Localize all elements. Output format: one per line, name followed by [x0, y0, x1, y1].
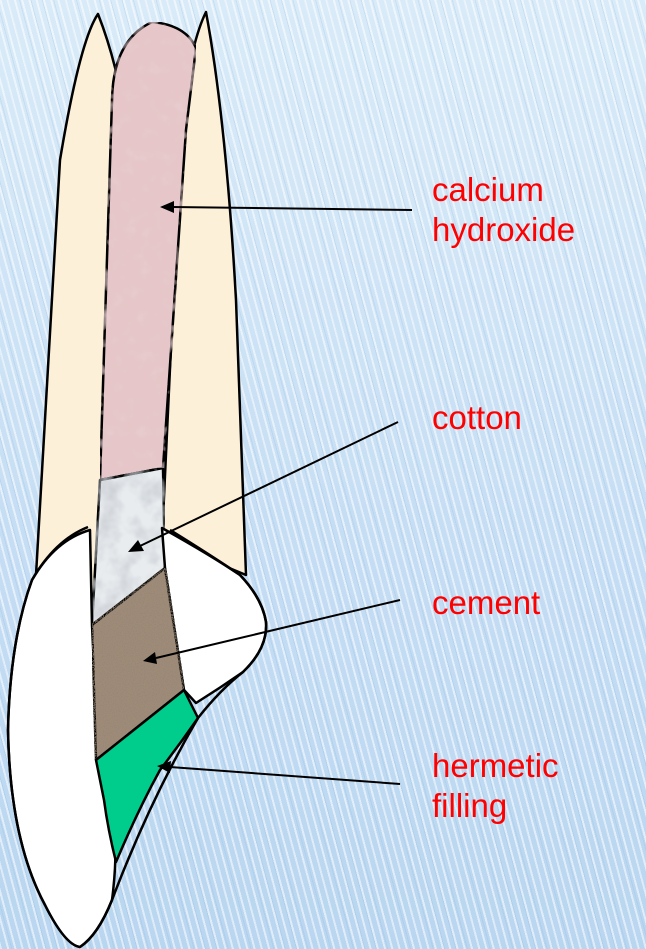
label-hermetic-filling: hermetic filling [432, 746, 559, 826]
label-calcium-hydroxide-line-2: hydroxide [432, 210, 575, 250]
label-cement-text: cement [432, 583, 540, 623]
label-hermetic-filling-line-1: hermetic [432, 746, 559, 786]
label-cotton-text: cotton [432, 398, 522, 438]
label-cotton: cotton [432, 398, 522, 438]
label-cement: cement [432, 583, 540, 623]
label-calcium-hydroxide: calcium hydroxide [432, 170, 575, 250]
label-calcium-hydroxide-line-1: calcium [432, 170, 575, 210]
label-hermetic-filling-line-2: filling [432, 786, 559, 826]
leader-line-hermetic-filling [157, 761, 400, 784]
